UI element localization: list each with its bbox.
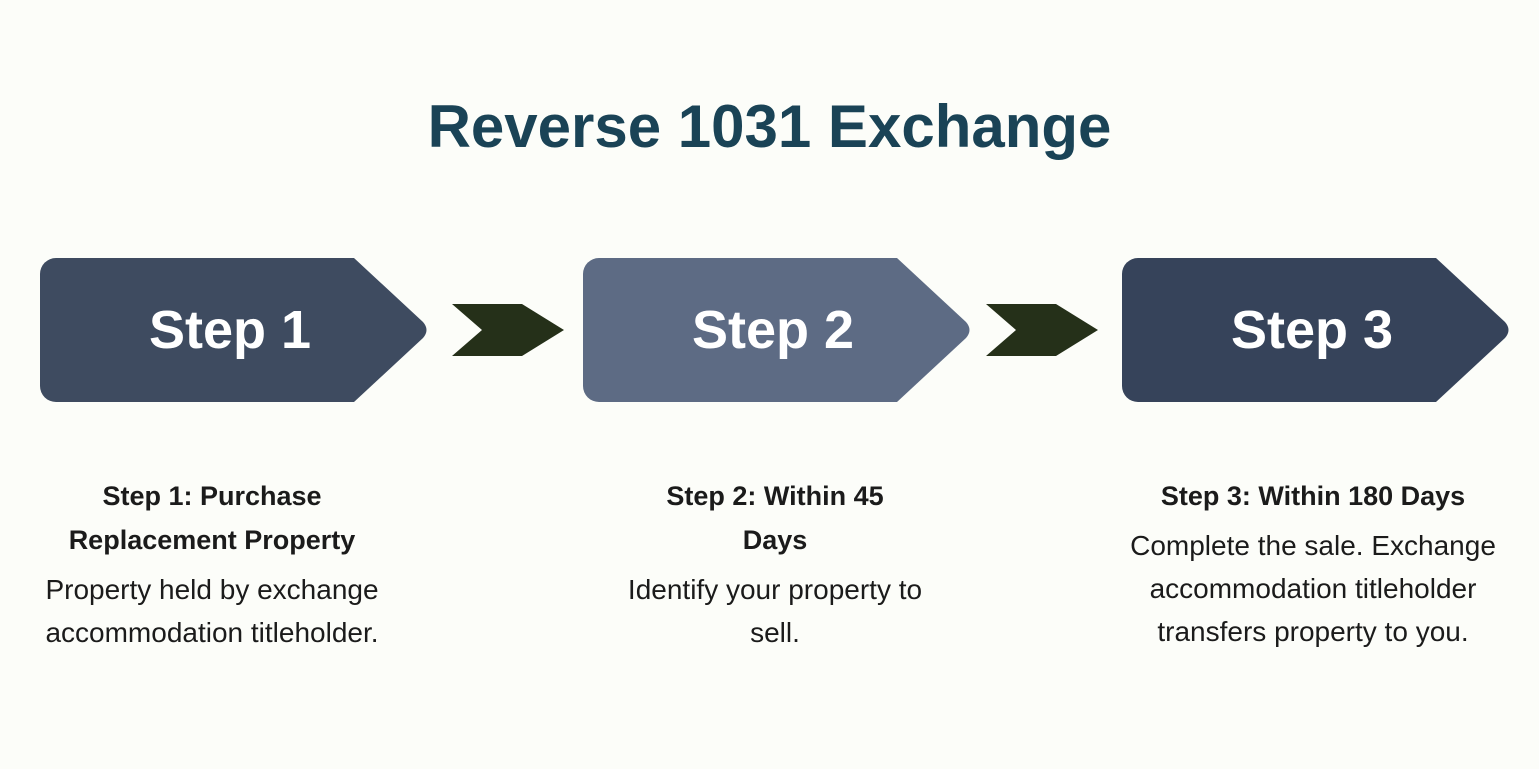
connector-arrow-icon: [452, 304, 564, 356]
arrow-shape-icon: [583, 258, 970, 402]
step2-arrow-banner: Step 2: [583, 258, 973, 402]
step3-text-block: Step 3: Within 180 Days Complete the sal…: [1113, 474, 1513, 653]
step2-text-block: Step 2: Within 45 Days Identify your pro…: [575, 474, 975, 654]
step1-arrow-banner: Step 1: [40, 258, 430, 402]
step1-label: Step 1: [148, 300, 312, 360]
step3-description: Complete the sale. Exchange accommodatio…: [1130, 530, 1496, 647]
step3-label: Step 3: [1230, 300, 1394, 360]
step1-description: Property held by exchange accommodation …: [45, 574, 379, 648]
arrow-shape-icon: [1122, 258, 1509, 402]
step3-heading: Step 3: Within 180 Days: [1160, 481, 1466, 511]
step2-label: Step 2: [691, 300, 855, 360]
connector-arrow-icon: [986, 304, 1098, 356]
step1-heading: Step 1: Purchase Replacement Property: [68, 481, 356, 555]
arrow-shape-icon: [40, 258, 427, 402]
step3-arrow-banner: Step 3: [1122, 258, 1512, 402]
step1-text-block: Step 1: Purchase Replacement Property Pr…: [12, 474, 412, 654]
step2-description: Identify your property to sell.: [627, 574, 923, 648]
page-title: Reverse 1031 Exchange: [427, 93, 1112, 160]
step2-heading: Step 2: Within 45 Days: [666, 481, 884, 555]
